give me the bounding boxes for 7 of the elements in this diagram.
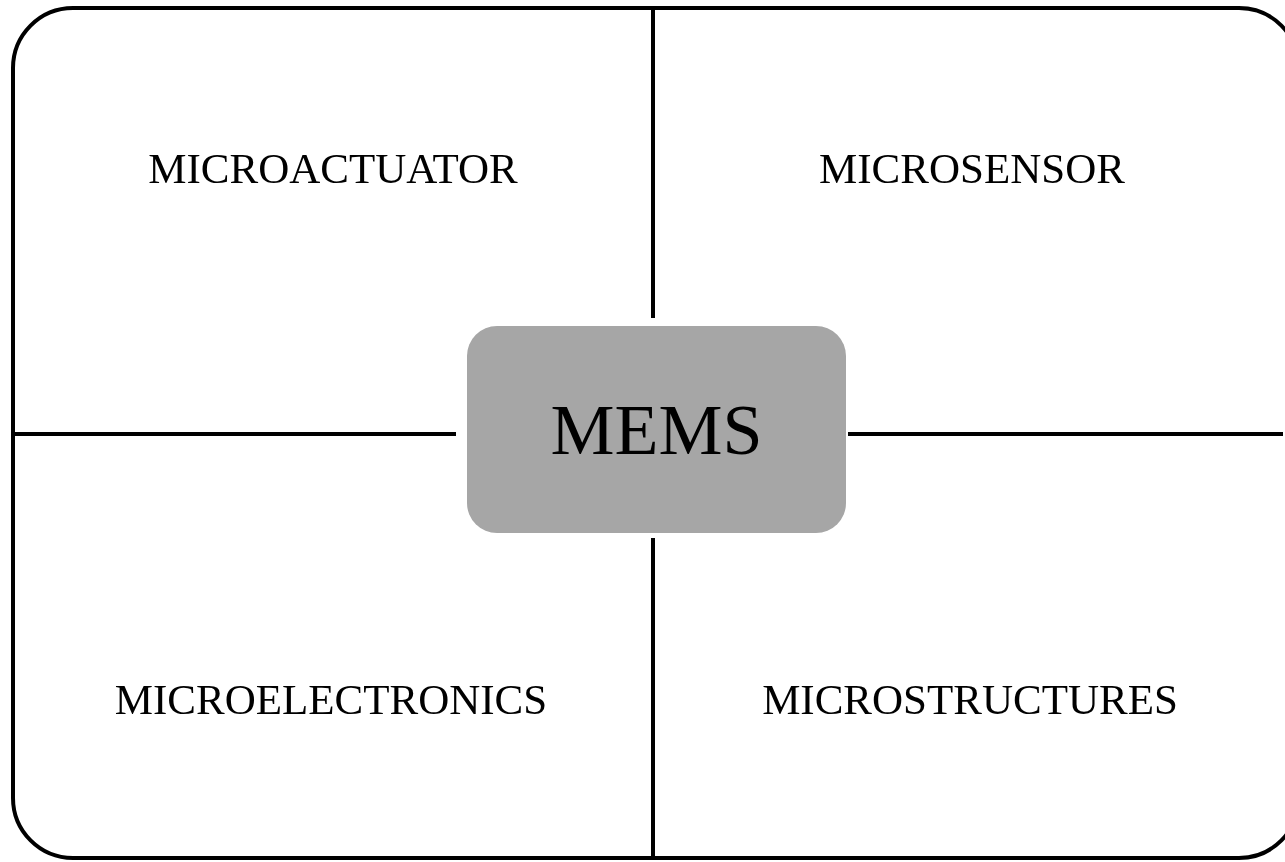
center-box xyxy=(467,326,846,533)
frame-box xyxy=(11,6,1285,860)
quadrant-label: MICROSENSOR xyxy=(819,146,1125,190)
center-label: MEMS xyxy=(550,393,763,466)
quadrant-label: MICROSTRUCTURES xyxy=(762,677,1178,721)
quadrant-label: MICROELECTRONICS xyxy=(114,677,548,721)
quadrant-label: MICROACTUATOR xyxy=(148,146,518,190)
